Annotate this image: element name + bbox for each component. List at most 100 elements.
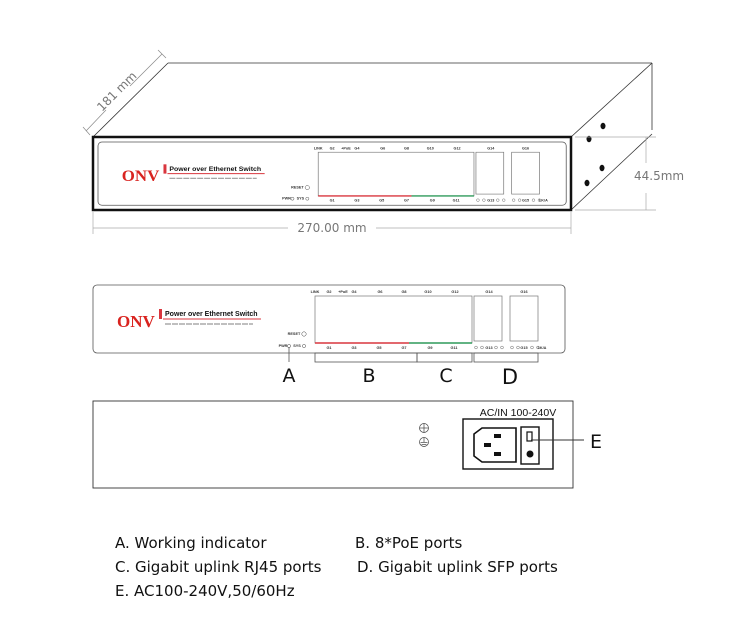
panel-outline	[97, 141, 567, 206]
pwr-led-icon	[290, 197, 295, 201]
port-label-top: G10	[427, 147, 434, 151]
port-label-bottom: G9	[430, 199, 435, 203]
port-label-top: G8	[404, 147, 409, 151]
link-label: LINK	[311, 290, 320, 294]
sfp-label-top: G14	[487, 147, 494, 151]
link-label: LINK	[314, 147, 323, 151]
sfp-led-icon	[500, 345, 504, 350]
sfp-led-icon	[482, 198, 486, 202]
poe-label: +PoE	[341, 147, 351, 151]
side-screw-holes	[584, 122, 606, 187]
sfp-label-bottom: G13	[485, 346, 492, 350]
reset-button[interactable]	[301, 331, 307, 337]
power-module	[462, 418, 554, 470]
port-label-top: G4	[351, 290, 357, 294]
port-label-top: G12	[454, 147, 461, 151]
legend-a: A. Working indicator	[115, 534, 267, 552]
ground-icon	[419, 423, 429, 447]
port-label-bottom: G7	[401, 346, 406, 350]
sfp-led-icon	[537, 198, 542, 202]
sfp-label-top: G14	[485, 290, 493, 294]
front-face-outline	[91, 135, 573, 212]
brand-logo: ONV	[117, 312, 156, 331]
port-label-bottom: G11	[453, 199, 460, 203]
port-label-bottom: G5	[376, 346, 381, 350]
callout-e: E	[590, 431, 602, 453]
port-label-top: G2	[326, 290, 331, 294]
port-label-top: G6	[377, 290, 382, 294]
sfp-led-icon	[474, 345, 478, 350]
legend-d: D. Gigabit uplink SFP ports	[357, 558, 558, 576]
switch-housing-3d	[92, 62, 653, 211]
sfp-port	[475, 151, 505, 195]
sys-label: SYS	[293, 344, 301, 348]
brand-logo: ONV	[122, 167, 160, 185]
sfp-label-bottom: G13	[487, 199, 494, 203]
product-title: Power over Ethernet Switch	[165, 311, 258, 318]
sfp-label-bottom: G15	[522, 199, 529, 203]
sys-label: SYS	[297, 197, 305, 201]
port-label-top: G2	[330, 147, 335, 151]
sfp-led-icon	[476, 198, 480, 202]
lka-label: LK/A	[539, 199, 548, 203]
callout-a: A	[283, 365, 296, 387]
back-panel	[92, 400, 574, 489]
port-label-bottom: G5	[379, 199, 384, 203]
iec-power-socket-icon	[473, 427, 517, 463]
legend-e: E. AC100-240V,50/60Hz	[115, 582, 295, 600]
callout-brackets	[288, 347, 539, 363]
sfp-led-icon	[494, 345, 498, 350]
port-label-top: G4	[354, 147, 359, 151]
port-label-bottom: G9	[427, 346, 432, 350]
port-label-top: G6	[380, 147, 385, 151]
rj45-port-block	[314, 295, 473, 344]
callout-c: C	[439, 365, 452, 387]
callout-d: D	[502, 365, 518, 389]
pwr-label: PWR	[282, 197, 291, 201]
sfp-led-icon	[502, 198, 506, 202]
sfp-led-icon	[512, 198, 516, 202]
product-title: Power over Ethernet Switch	[169, 166, 261, 173]
port-label-bottom: G1	[326, 346, 331, 350]
logo-mark	[163, 164, 167, 174]
power-input-label: AC/IN 100-240V	[480, 407, 556, 419]
sfp-label-bottom: G15	[520, 346, 527, 350]
height-dimension	[575, 136, 656, 211]
reset-label: RESET	[291, 186, 304, 190]
reset-label: RESET	[288, 332, 301, 336]
height-label: 44.5mm	[634, 169, 684, 183]
sfp-port	[509, 295, 539, 342]
port-label-bottom: G11	[451, 346, 458, 350]
sfp-led-icon	[496, 198, 500, 202]
port-label-bottom: G1	[330, 199, 335, 203]
pwr-label: PWR	[279, 344, 288, 348]
sfp-led-icon	[530, 345, 534, 350]
width-label: 270.00 mm	[297, 221, 366, 235]
legend-c: C. Gigabit uplink RJ45 ports	[115, 558, 322, 576]
sys-led-icon	[302, 344, 306, 348]
sfp-led-icon	[480, 345, 484, 350]
port-label-top: G12	[451, 290, 458, 294]
sfp-led-icon	[536, 345, 540, 350]
width-dimension	[92, 212, 572, 234]
rj45-port-block	[317, 151, 475, 197]
sfp-label-top: G16	[520, 290, 527, 294]
power-switch-icon	[520, 426, 540, 465]
port-label-top: G10	[424, 290, 431, 294]
port-label-top: G8	[401, 290, 406, 294]
sfp-port	[511, 151, 540, 195]
sfp-label-top: G16	[522, 147, 529, 151]
port-label-bottom: G3	[351, 346, 356, 350]
sfp-led-icon	[518, 198, 522, 202]
sfp-port	[473, 295, 503, 342]
depth-label: 181 mm	[94, 69, 139, 114]
logo-mark	[159, 309, 162, 319]
sys-led-icon	[305, 197, 310, 201]
reset-button[interactable]	[304, 185, 310, 190]
poe-label: +PoE	[338, 290, 348, 294]
sfp-led-icon	[516, 345, 520, 350]
sfp-led-icon	[510, 345, 514, 350]
